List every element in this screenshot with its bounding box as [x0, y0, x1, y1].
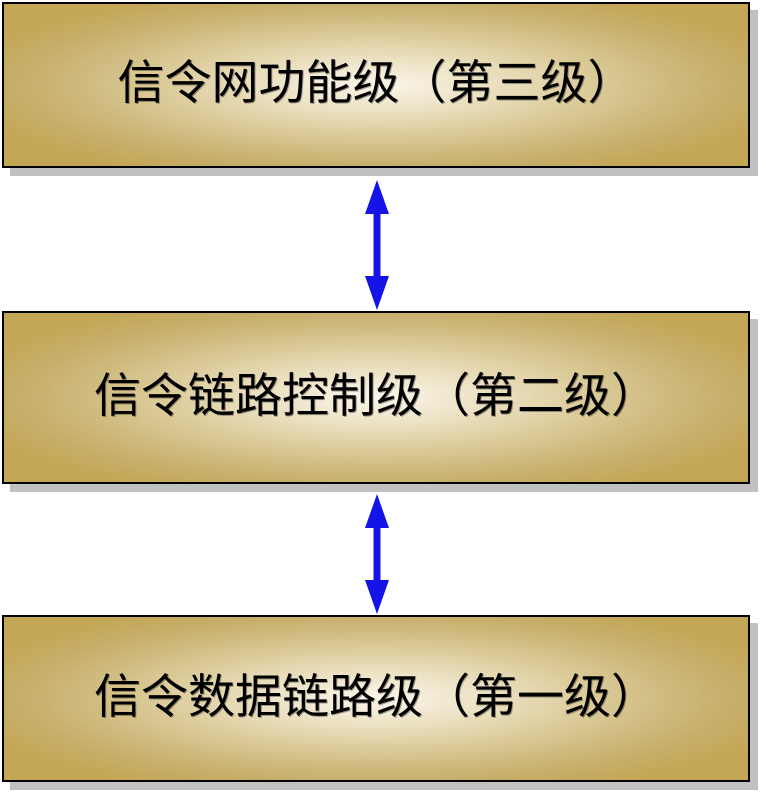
connector-level2-level1[interactable]: [364, 494, 390, 614]
node-level-1-plate: 信令数据链路级（第一级）: [2, 615, 750, 782]
node-level-2[interactable]: 信令链路控制级（第二级）: [2, 311, 758, 492]
connector-level3-level2[interactable]: [364, 180, 390, 310]
node-level-1-label: 信令数据链路级（第一级）: [94, 671, 658, 724]
node-level-3-label: 信令网功能级（第三级）: [117, 58, 635, 111]
double-headed-arrow-icon: [365, 494, 389, 614]
node-level-3-plate: 信令网功能级（第三级）: [2, 2, 750, 168]
node-level-3[interactable]: 信令网功能级（第三级）: [2, 2, 758, 176]
node-level-2-label: 信令链路控制级（第二级）: [94, 370, 658, 423]
node-level-2-plate: 信令链路控制级（第二级）: [2, 311, 750, 484]
node-level-1[interactable]: 信令数据链路级（第一级）: [2, 615, 758, 790]
double-headed-arrow-icon: [365, 180, 389, 310]
